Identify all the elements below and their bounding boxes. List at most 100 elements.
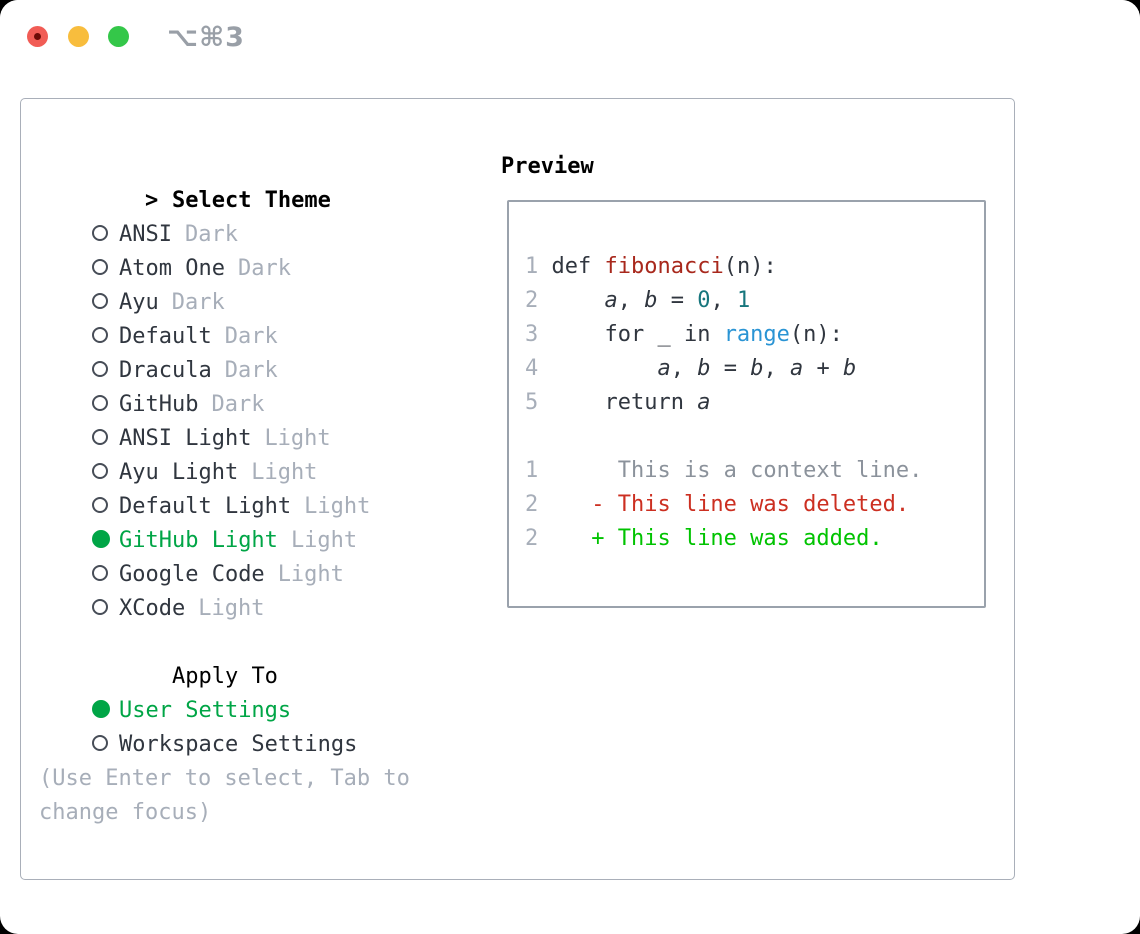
preview-line bbox=[525, 420, 968, 454]
code-segment-default bbox=[538, 356, 657, 381]
code-segment-default: , bbox=[763, 356, 790, 381]
line-number: 2 bbox=[525, 492, 539, 517]
code-segment-default: return bbox=[538, 390, 698, 415]
theme-name: Default bbox=[118, 324, 212, 349]
theme-variant-badge: Dark bbox=[224, 324, 278, 349]
radio-icon bbox=[91, 530, 110, 548]
code-segment-default: = bbox=[657, 288, 698, 313]
code-segment-added: + This line was added. bbox=[538, 526, 883, 551]
preview-line: 2 + This line was added. bbox=[525, 522, 968, 556]
theme-name: Ayu bbox=[118, 290, 159, 315]
theme-option[interactable]: GitHub Light Light bbox=[39, 490, 479, 553]
theme-name: ANSI Light bbox=[118, 426, 252, 451]
select-theme-title: Select Theme bbox=[171, 188, 331, 213]
apply-to-option[interactable]: Workspace Settings bbox=[39, 694, 479, 757]
code-segment-default: , bbox=[710, 288, 737, 313]
theme-variant-badge: Dark bbox=[171, 290, 225, 315]
select-theme-header: > Select Theme bbox=[39, 150, 479, 213]
apply-to-list: User Settings Workspace Settings bbox=[39, 660, 479, 757]
window-title: ⌥⌘3 bbox=[167, 22, 245, 53]
code-segment-variable: a bbox=[657, 356, 671, 381]
preview-line: 2 a, b = 0, 1 bbox=[525, 284, 968, 318]
radio-icon bbox=[91, 327, 108, 343]
theme-variant-badge: Light bbox=[304, 494, 371, 519]
preview-line: 1 This is a context line. bbox=[525, 454, 968, 488]
theme-name: ANSI bbox=[118, 222, 172, 247]
radio-icon bbox=[91, 700, 110, 718]
radio-icon bbox=[91, 361, 108, 377]
code-segment-variable: b bbox=[842, 356, 857, 381]
hint-text: (Use Enter to select, Tab to change focu… bbox=[39, 766, 410, 825]
radio-icon bbox=[91, 259, 108, 275]
preview-line: 5 return a bbox=[525, 386, 968, 420]
theme-name: GitHub Light bbox=[118, 528, 278, 553]
titlebar: ⌥⌘3 bbox=[0, 0, 1140, 75]
apply-to-label: User Settings bbox=[118, 698, 292, 723]
theme-option[interactable]: Default Dark bbox=[39, 286, 479, 349]
theme-variant-badge: Light bbox=[251, 460, 318, 485]
code-segment-variable: b bbox=[697, 356, 711, 381]
theme-option[interactable]: ANSI Dark bbox=[39, 184, 479, 247]
theme-option[interactable]: Atom One Dark bbox=[39, 218, 479, 281]
preview-line: 4 a, b = b, a + b bbox=[525, 352, 968, 386]
theme-variant-badge: Dark bbox=[184, 222, 238, 247]
theme-name: Ayu Light bbox=[118, 460, 239, 485]
line-number: 4 bbox=[525, 356, 539, 381]
theme-name: Google Code bbox=[118, 562, 265, 587]
theme-variant-badge: Light bbox=[264, 426, 331, 451]
radio-icon bbox=[91, 497, 108, 513]
code-segment-variable: a bbox=[697, 390, 711, 415]
theme-option[interactable]: XCode Light bbox=[39, 558, 479, 621]
theme-variant-badge: Light bbox=[277, 562, 344, 587]
theme-variant-badge: Dark bbox=[224, 358, 278, 383]
code-segment-number: 0 bbox=[697, 288, 711, 313]
theme-variant-badge: Dark bbox=[211, 392, 265, 417]
radio-icon bbox=[91, 429, 108, 445]
theme-variant-badge: Light bbox=[290, 528, 358, 553]
traffic-light-minimize-button[interactable] bbox=[68, 26, 89, 47]
theme-option[interactable]: ANSI Light Light bbox=[39, 388, 479, 451]
theme-name: Atom One bbox=[118, 256, 225, 281]
preview-title: Preview bbox=[501, 154, 594, 179]
radio-icon bbox=[91, 565, 108, 581]
line-number: 3 bbox=[525, 322, 539, 347]
radio-icon bbox=[91, 735, 108, 751]
radio-icon bbox=[91, 395, 108, 411]
code-segment-builtin: range bbox=[723, 322, 790, 347]
code-segment-deleted: - This line was deleted. bbox=[538, 492, 910, 517]
traffic-light-close-button[interactable] bbox=[27, 26, 48, 47]
apply-to-option[interactable]: User Settings bbox=[39, 660, 479, 723]
code-segment-default: = bbox=[710, 356, 751, 381]
line-number: 1 bbox=[525, 458, 539, 483]
theme-option[interactable]: Ayu Dark bbox=[39, 252, 479, 315]
apply-to-title: Apply To bbox=[171, 664, 278, 689]
line-number: 2 bbox=[525, 526, 539, 551]
prompt-icon: > bbox=[144, 188, 159, 213]
theme-variant-badge: Light bbox=[198, 596, 265, 621]
radio-icon bbox=[91, 599, 108, 615]
theme-option[interactable]: Google Code Light bbox=[39, 524, 479, 587]
code-segment-function: fibonacci bbox=[604, 254, 724, 279]
theme-name: XCode bbox=[118, 596, 186, 621]
line-number: 1 bbox=[525, 254, 539, 279]
code-segment-variable: a bbox=[604, 288, 618, 313]
line-number: 5 bbox=[525, 390, 539, 415]
traffic-light-zoom-button[interactable] bbox=[108, 26, 129, 47]
code-segment-default: for _ in bbox=[538, 322, 724, 347]
code-segment-default: (n): bbox=[789, 322, 843, 347]
code-segment-context: This is a context line. bbox=[538, 458, 923, 483]
preview-line: 3 for _ in range(n): bbox=[525, 318, 968, 352]
theme-option[interactable]: Ayu Light Light bbox=[39, 422, 479, 485]
radio-icon bbox=[91, 463, 108, 479]
radio-icon bbox=[91, 293, 108, 309]
theme-variant-badge: Dark bbox=[237, 256, 291, 281]
code-segment-default: (n): bbox=[723, 254, 777, 279]
preview-line: 1 def fibonacci(n): bbox=[525, 250, 968, 284]
